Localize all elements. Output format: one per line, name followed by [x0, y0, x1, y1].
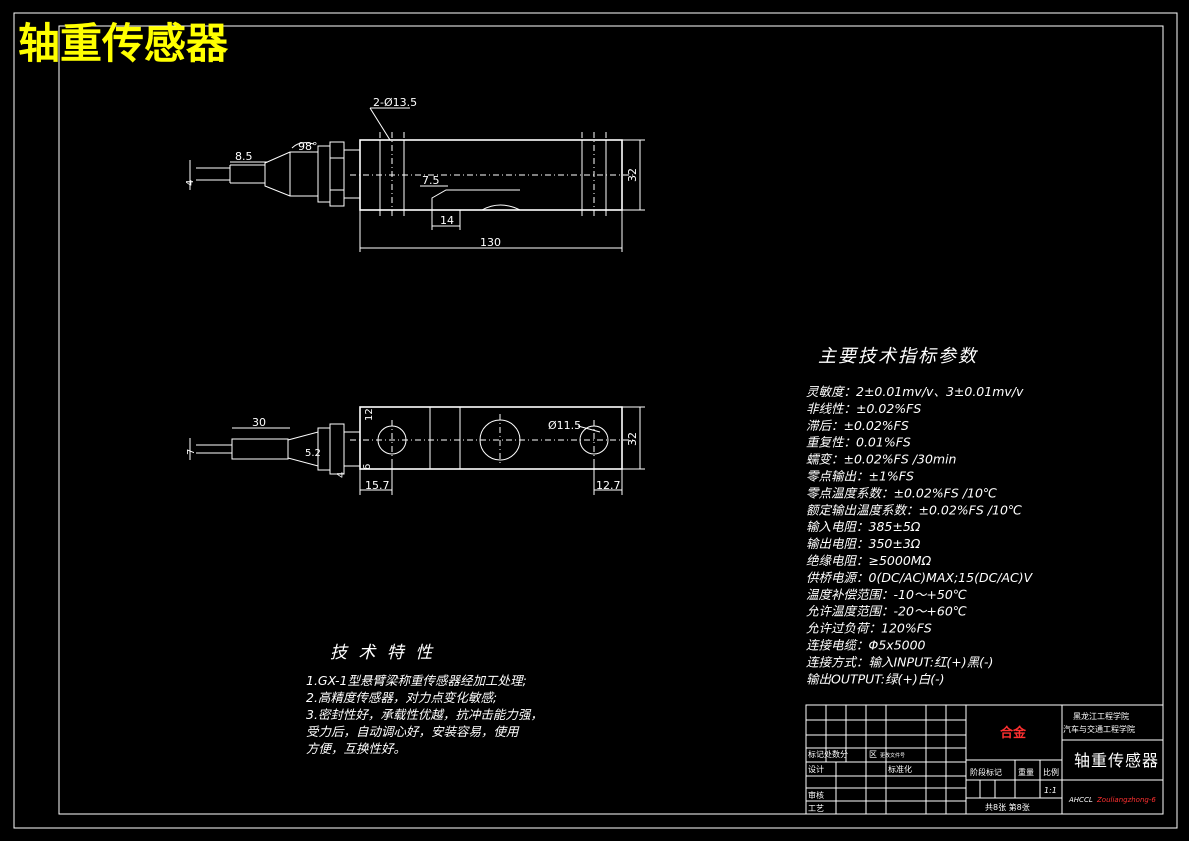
spec-line: 允许过负荷：120%FS	[806, 621, 932, 636]
spec-line: 供桥电源：0(DC/AC)MAX;15(DC/AC)V	[806, 570, 1034, 585]
dim-14: 14	[440, 214, 454, 227]
row-design: 设计	[808, 764, 824, 774]
outer-frame	[13, 12, 1178, 829]
dim-5-2: 5.2	[305, 448, 321, 459]
school-name: 黑龙江工程学院	[1073, 711, 1129, 721]
dim-130: 130	[480, 236, 501, 249]
department-name: 汽车与交通工程学院	[1063, 724, 1135, 734]
dim-12-7: 12.7	[596, 479, 621, 492]
drawing-number: Zouliangzhong-6	[1096, 796, 1156, 804]
dim-4-bottom: 4	[336, 472, 347, 478]
row-mark-doc: 更改文件号	[880, 752, 905, 759]
col-stage: 阶段标记	[970, 767, 1002, 777]
row-standard: 标准化	[888, 764, 912, 774]
top-view: Ø11.5 30 7 5.2 12 6 4 15.7 12.7 32	[186, 406, 645, 495]
specs-heading: 主要技术指标参数	[818, 346, 978, 367]
feature-line: 2.高精度传感器，对力点变化敏感;	[306, 690, 497, 705]
dim-12: 12	[364, 408, 375, 421]
dim-11-5: Ø11.5	[548, 419, 581, 432]
drawing-title: 轴重传感器	[18, 19, 229, 68]
row-process: 工艺	[808, 804, 824, 813]
dim-8-5: 8.5	[235, 150, 253, 163]
front-view: 2-Ø13.5 98° 8.5 4 7.5 14 32 130	[185, 96, 645, 252]
spec-line: 连接电缆：Φ5x5000	[806, 638, 926, 653]
dim-30: 30	[252, 416, 266, 429]
spec-line: 允许温度范围：-20～+60℃	[806, 604, 967, 619]
dim-angle: 98°	[298, 140, 318, 153]
inner-frame	[58, 25, 1164, 815]
dim-cable-dia: 4	[185, 180, 196, 186]
spec-line: 蠕变：±0.02%FS /30min	[806, 452, 957, 467]
spec-line: 滞后：±0.02%FS	[806, 418, 909, 433]
spec-line: 灵敏度：2±0.01mv/v、3±0.01mv/v	[806, 384, 1024, 399]
feature-line: 受力后，自动调心好，安装容易，使用	[306, 724, 520, 739]
spec-line: 非线性：±0.02%FS	[806, 401, 921, 416]
dim-7: 7	[186, 449, 197, 455]
title-block: 合金 黑龙江工程学院 汽车与交通工程学院 轴重传感器 标记处数分 区 更改文件号…	[805, 704, 1164, 815]
spec-line: 零点输出：±1%FS	[806, 469, 914, 484]
spec-line: 输出电阻：350±3Ω	[806, 536, 921, 551]
row-mark: 标记处数分	[808, 749, 848, 759]
scale-value: 1:1	[1044, 786, 1057, 795]
spec-line: 零点温度系数：±0.02%FS /10℃	[806, 485, 997, 500]
dim-32-top: 32	[626, 168, 639, 182]
dim-holes: 2-Ø13.5	[373, 96, 417, 109]
part-name: 轴重传感器	[1074, 751, 1159, 770]
material-label: 合金	[1000, 725, 1027, 741]
feature-line: 方便，互换性好。	[306, 741, 406, 756]
spec-line: 输入电阻：385±5Ω	[806, 519, 921, 534]
dim-15-7: 15.7	[365, 479, 390, 492]
features-heading: 技 术 特 性	[330, 643, 435, 663]
spec-line: 额定输出温度系数：±0.02%FS /10℃	[806, 502, 1022, 517]
spec-line: 绝缘电阻：≥5000MΩ	[806, 553, 932, 568]
features-list: 1.GX-1型悬臂梁称重传感器经加工处理; 2.高精度传感器，对力点变化敏感; 3.…	[306, 673, 543, 756]
dim-6: 6	[362, 464, 373, 470]
row-mark-zone: 区	[869, 750, 877, 759]
dim-32-bottom: 32	[626, 432, 639, 446]
feature-line: 3.密封性好，承载性优越，抗冲击能力强，	[306, 707, 543, 722]
row-check: 审核	[808, 790, 824, 800]
spec-line: 温度补偿范围：-10～+50℃	[806, 587, 967, 602]
drawing-number-prefix: AHCCL	[1068, 796, 1093, 804]
spec-line: 连接方式：输入INPUT:红(+)黑(-)	[806, 654, 993, 669]
spec-line: 重复性：0.01%FS	[806, 435, 911, 450]
sheet-count: 共8张 第8张	[985, 802, 1030, 812]
spec-line: 输出OUTPUT:绿(+)白(-)	[806, 671, 945, 686]
specs-list: 灵敏度：2±0.01mv/v、3±0.01mv/v 非线性：±0.02%FS 滞后：…	[806, 384, 1034, 686]
col-weight: 重量	[1018, 767, 1034, 777]
dim-7-5: 7.5	[422, 174, 440, 187]
feature-line: 1.GX-1型悬臂梁称重传感器经加工处理;	[306, 673, 527, 688]
col-scale: 比例	[1043, 767, 1059, 777]
